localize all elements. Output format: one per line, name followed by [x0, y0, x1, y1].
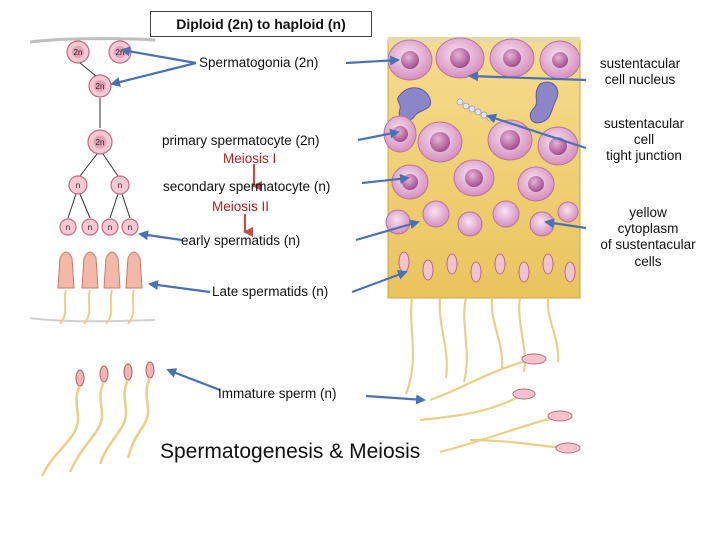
footer-title: Spermatogenesis & Meiosis: [160, 440, 421, 463]
sustentacular-nucleus-left: [397, 87, 432, 122]
arrow-primary: [357, 128, 400, 142]
arrow-immature-left: [166, 368, 221, 392]
label-yellow-cytoplasm: yellow cytoplasm of sustentacular cells: [588, 205, 708, 270]
svg-text:n: n: [128, 223, 132, 232]
label-yellow-cytoplasm-line3: of sustentacular: [600, 237, 696, 253]
secondary-spermatocyte-cells: n n: [68, 175, 130, 195]
label-sustentacular-nucleus-line1: sustentacular: [599, 56, 681, 71]
label-tight-junction-line2: cell: [633, 132, 655, 148]
released-sperm: [419, 353, 581, 454]
svg-text:2n: 2n: [96, 138, 105, 147]
seminiferous-tissue: [383, 37, 581, 454]
arrow-spermatogonia-upper: [120, 46, 197, 65]
arrow-late-left: [148, 280, 211, 294]
svg-text:n: n: [108, 223, 112, 232]
arrow-cytoplasm: [544, 218, 587, 230]
spermatogonium-cell-c: 2n: [88, 74, 112, 98]
label-yellow-cytoplasm-line2: cytoplasm: [617, 221, 679, 237]
label-secondary-spermatocyte: secondary spermatocyte (n): [163, 179, 331, 194]
svg-text:2n: 2n: [96, 82, 105, 91]
label-tight-junction-line1: sustentacular: [603, 116, 685, 131]
svg-text:n: n: [118, 181, 122, 190]
sustentacular-nucleus-right: [529, 81, 559, 124]
tight-junction-beads: [456, 98, 494, 122]
pointer-arrows: [110, 46, 587, 405]
arrow-immature-right: [365, 394, 426, 405]
svg-text:n: n: [66, 223, 70, 232]
arrow-early-left: [138, 230, 183, 242]
label-yellow-cytoplasm-line4: cells: [634, 253, 662, 269]
arrow-sustentacular-nucleus: [468, 71, 587, 82]
svg-text:2n: 2n: [74, 48, 83, 57]
primary-spermatocyte-cell: 2n: [87, 129, 113, 155]
arrow-spermatogonia-lower: [110, 61, 197, 87]
label-tight-junction: sustentacular cell tight junction: [592, 116, 696, 165]
label-tight-junction-line3: tight junction: [606, 148, 682, 164]
label-yellow-cytoplasm-line1: yellow: [629, 205, 667, 220]
spermatogonia-row: [387, 37, 581, 81]
header-title: Diploid (2n) to haploid (n): [150, 11, 372, 37]
early-spermatid-cells: n n n n: [59, 218, 139, 236]
label-meiosis-i: Meiosis I: [223, 151, 277, 166]
label-sustentacular-nucleus: sustentacular cell nucleus: [588, 56, 692, 88]
arrow-late-tissue: [351, 270, 408, 294]
label-immature-sperm: Immature sperm (n): [218, 386, 337, 401]
label-sustentacular-nucleus-line2: cell nucleus: [604, 72, 676, 88]
meiosis-arrows: [243, 164, 262, 237]
spermatogonium-cell-a: 2n: [66, 40, 90, 64]
late-spermatid-heads: [398, 251, 576, 283]
left-schematic: 2n 2n 2n 2n n: [29, 37, 156, 477]
arrow-tight-junction: [486, 113, 587, 150]
arrow-spermatogonia-tissue: [345, 55, 400, 66]
svg-text:n: n: [76, 181, 80, 190]
label-spermatogonia: Spermatogonia (2n): [199, 55, 319, 70]
svg-text:2n: 2n: [116, 48, 125, 57]
arrow-secondary: [361, 173, 410, 185]
label-late-spermatids: Late spermatids (n): [212, 284, 329, 299]
svg-text:n: n: [88, 223, 92, 232]
sperm-tails: [404, 297, 560, 395]
label-early-spermatids: early spermatids (n): [181, 233, 301, 248]
spermatid-cells: [385, 200, 579, 237]
label-meiosis-ii: Meiosis II: [212, 199, 270, 214]
immature-sperm-cells: [40, 361, 155, 477]
arrow-early-tissue: [355, 219, 420, 242]
late-spermatid-cells: [57, 251, 143, 325]
label-primary-spermatocyte: primary spermatocyte (2n): [162, 133, 320, 148]
